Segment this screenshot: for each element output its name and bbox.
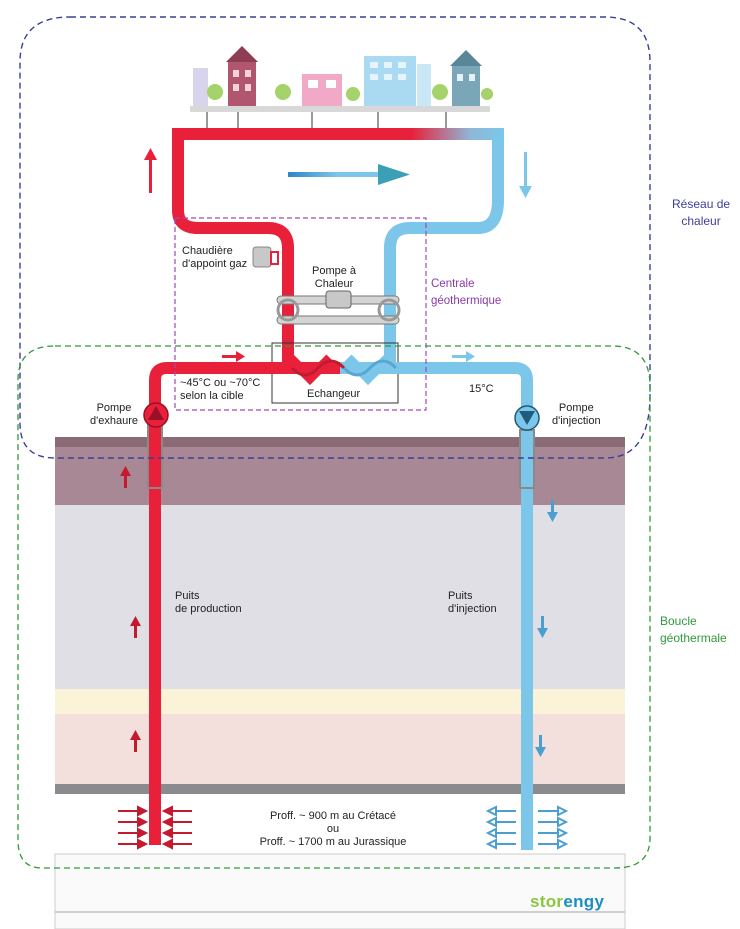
cold-temperature-label: 15°C bbox=[469, 383, 494, 395]
pump-down-icon bbox=[514, 405, 540, 431]
flow-arrows-loop bbox=[222, 351, 475, 362]
heat-pump-icon bbox=[276, 290, 401, 325]
ground-layers bbox=[54, 437, 626, 929]
production-flow-arrows bbox=[120, 466, 141, 752]
layer-grey bbox=[55, 505, 625, 689]
storengy-logo: storengy bbox=[530, 892, 605, 911]
hot-supply-pipe bbox=[172, 128, 294, 372]
injection-well-pipe bbox=[340, 362, 533, 850]
exhaure-pump-label: Pompe d'exhaure bbox=[90, 402, 138, 427]
geothermal-loop bbox=[149, 359, 533, 850]
reseau-chaleur-label: Réseau de chaleur bbox=[672, 197, 731, 228]
production-well-label: Puits de production bbox=[175, 590, 242, 615]
flow-arrows-network bbox=[144, 148, 532, 198]
reservoir-outflow-arrows bbox=[485, 805, 569, 850]
hot-top-pipe bbox=[172, 128, 504, 140]
injection-pump-label: Pompe d'injection bbox=[552, 402, 601, 427]
depth-label: Proff. ~ 900 m au Crétacé ou Proff. ~ 17… bbox=[259, 810, 407, 848]
layer-dark-band bbox=[55, 784, 625, 794]
boiler-icon bbox=[252, 246, 279, 268]
layer-top bbox=[55, 447, 625, 505]
city-buildings-icon bbox=[190, 46, 493, 128]
boiler-label: Chaudière d'appoint gaz bbox=[182, 245, 248, 270]
production-well-pipe bbox=[149, 362, 340, 845]
layer-bottom bbox=[54, 853, 626, 929]
injection-flow-arrows bbox=[535, 500, 558, 757]
reseau-chaleur-boundary bbox=[19, 16, 651, 459]
boucle-geothermale-boundary bbox=[17, 345, 651, 869]
centrale-geothermique-label: Centrale géothermique bbox=[431, 278, 502, 307]
pump-up-icon bbox=[143, 402, 169, 428]
injection-well-label: Puits d'injection bbox=[448, 590, 497, 615]
boucle-geothermale-label: Boucle géothermale bbox=[660, 614, 727, 645]
reservoir-inflow-arrows bbox=[118, 805, 192, 850]
layer-cream bbox=[55, 689, 625, 714]
layer-surface-band bbox=[55, 437, 625, 447]
heat-pump-label: Pompe à Chaleur bbox=[312, 265, 357, 290]
exchanger-label: Echangeur bbox=[307, 388, 361, 400]
hot-temperature-label: ~45°C ou ~70°C selon la cible bbox=[180, 377, 261, 402]
centrale-geothermique-boundary bbox=[174, 217, 427, 411]
cold-return-pipe bbox=[384, 134, 504, 372]
